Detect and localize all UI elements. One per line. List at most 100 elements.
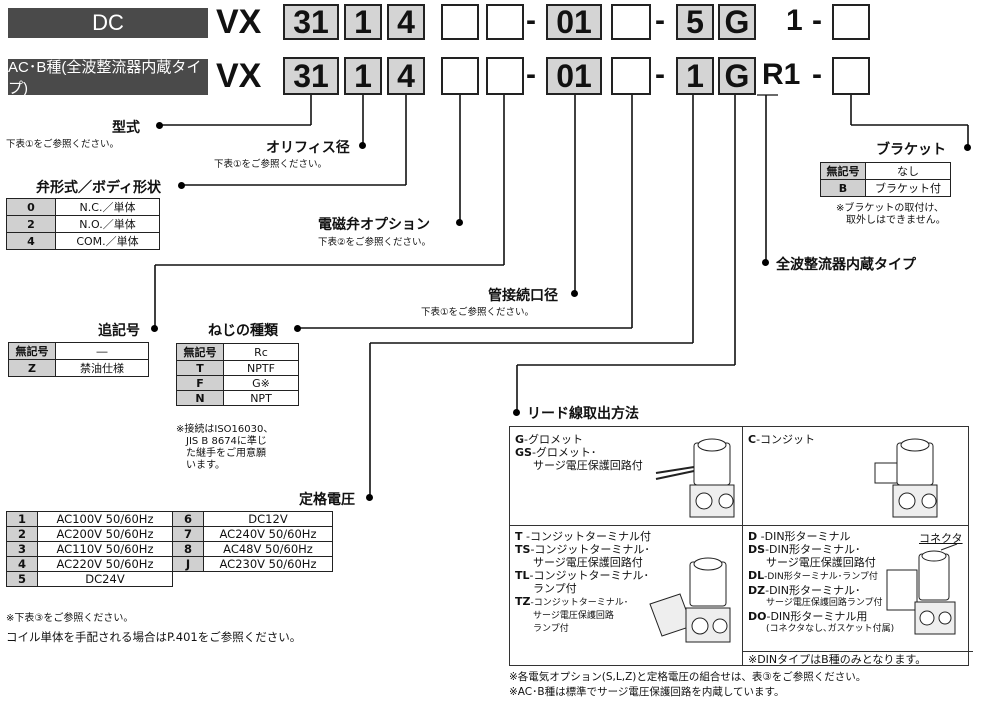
- list-item: ランプ付: [533, 624, 569, 634]
- dash: -: [655, 4, 665, 37]
- list-item: サージ電圧保護回路: [533, 611, 614, 621]
- table-row: 無記号なし: [820, 162, 951, 180]
- vx-prefix-acb: VX: [216, 57, 262, 95]
- conduit-valve-illustration: [874, 438, 938, 518]
- list-item: サージ電圧保護回路付: [766, 556, 876, 569]
- table-row: 無記号―: [8, 342, 149, 360]
- lead-grommet-panel: G-グロメット GS-グロメット･ サージ電圧保護回路付: [509, 426, 743, 526]
- code-box-thread: [486, 4, 524, 40]
- list-item: サージ電圧保護回路ランプ付: [766, 598, 883, 608]
- din-note: ※DINタイプはB種のみとなります。: [743, 651, 973, 667]
- dash: -: [812, 4, 822, 37]
- code-box-body: 31: [283, 4, 339, 40]
- solenoid-option-label: 電磁弁オプション: [318, 217, 430, 233]
- code-box-valve: 4: [387, 57, 425, 95]
- list-item: TZ-コンジットターミナル･: [515, 595, 629, 608]
- code-box-option: [441, 4, 479, 40]
- list-item: T -コンジットターミナル付: [515, 530, 651, 543]
- solenoid-option-note: 下表②をご参照ください。: [318, 237, 432, 248]
- connector-label: コネクタ: [919, 532, 963, 545]
- list-item: G-グロメット: [515, 433, 584, 446]
- code-box-option: [441, 57, 479, 95]
- dash: -: [526, 58, 536, 91]
- orifice-label: オリフィス径: [266, 140, 350, 156]
- code-box-orifice: 1: [344, 4, 382, 40]
- leader-dot: [156, 122, 163, 129]
- code-box-bracket: [832, 57, 870, 95]
- footnote-electrical-options: ※各電気オプション(S,L,Z)と定格電圧の組合せは、表③をご参照ください。: [509, 671, 867, 683]
- din-valve-illustration: [886, 544, 958, 635]
- code-box-bracket: [832, 4, 870, 40]
- list-item: GS-グロメット･: [515, 446, 597, 459]
- valve-type-label: 弁形式／ボディ形状: [36, 180, 162, 196]
- bracket-label: ブラケット: [876, 142, 946, 158]
- lead-label: リード線取出方法: [527, 406, 639, 422]
- leader-dot: [571, 290, 578, 297]
- list-item: (コネクタなし､ガスケット付属): [766, 624, 895, 634]
- footnote-surge: ※AC･B種は標準でサージ電圧保護回路を内蔵しています。: [509, 686, 785, 698]
- leader-dot: [964, 144, 971, 151]
- suffix-label: 追記号: [98, 323, 140, 339]
- leader-dot: [762, 259, 769, 266]
- leader-dot: [366, 494, 373, 501]
- leader-dot: [456, 219, 463, 226]
- bracket-note: ※ブラケットの取付け、 取外しはできません。: [836, 203, 946, 226]
- code-box-port: 01: [546, 57, 602, 95]
- lead-conduit-panel: C-コンジット: [742, 426, 969, 526]
- grommet-valve-illustration: [655, 438, 735, 518]
- leader-dot: [178, 182, 185, 189]
- code-box-suffix: [611, 4, 651, 40]
- list-item: TS-コンジットターミナル･: [515, 543, 650, 556]
- coil-note: コイル単体を手配される場合はP.401をご参照ください。: [6, 630, 302, 644]
- leader-dot: [513, 409, 520, 416]
- port-size-note: 下表①をご参照ください。: [421, 307, 535, 318]
- list-item: DS-DIN形ターミナル･: [748, 543, 861, 556]
- code-box-lead: G: [718, 4, 756, 40]
- thread-note: ※接続はISO16030、 JIS B 8674に準じ た継手をご用意願 います…: [176, 424, 274, 471]
- leader-dot: [294, 325, 301, 332]
- list-item: DL-DIN形ターミナル･ランプ付: [748, 569, 878, 582]
- conduit-terminal-illustration: [649, 557, 731, 643]
- list-item: サージ電圧保護回路付: [533, 459, 643, 472]
- code-box-valve: 4: [387, 4, 425, 40]
- voltage-note: ※下表③をご参照ください。: [6, 613, 134, 624]
- lead-conduit-terminal-panel: T -コンジットターミナル付 TS-コンジットターミナル･ サージ電圧保護回路付…: [509, 525, 743, 666]
- code-box-voltage: 5: [676, 4, 714, 40]
- voltage-label: 定格電圧: [299, 492, 355, 508]
- code-box-voltage: 1: [676, 57, 714, 95]
- dash: -: [526, 4, 536, 37]
- model-note: 下表①をご参照ください。: [6, 139, 120, 150]
- rectifier-label: 全波整流器内蔵タイプ: [776, 257, 916, 273]
- leader-dot: [151, 325, 158, 332]
- leader-dot: [359, 142, 366, 149]
- list-item: DZ-DIN形ターミナル･: [748, 584, 861, 597]
- list-item: DO-DIN形ターミナル用: [748, 610, 868, 623]
- code-box-port: 01: [546, 4, 602, 40]
- dc-label: DC: [8, 8, 208, 38]
- code-box-body: 31: [283, 57, 339, 95]
- code-tail: R1: [762, 58, 801, 91]
- lead-din-panel: D -DIN形ターミナル DS-DIN形ターミナル･ サージ電圧保護回路付 DL…: [742, 525, 973, 666]
- code-box-suffix: [611, 57, 651, 95]
- dash: -: [655, 58, 665, 91]
- port-size-label: 管接続口径: [488, 288, 558, 304]
- vx-prefix-dc: VX: [216, 3, 262, 41]
